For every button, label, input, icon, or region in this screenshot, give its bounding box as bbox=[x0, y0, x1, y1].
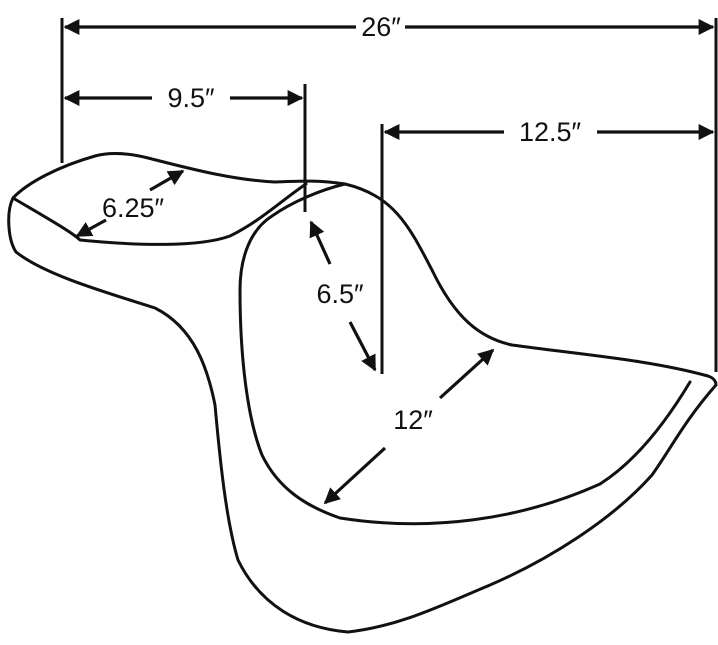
dimension-arrow-passenger-width-down bbox=[75, 218, 107, 238]
label-passenger-length: 9.5″ bbox=[167, 83, 215, 113]
dimension-arrow-backrest-down bbox=[348, 321, 377, 372]
dimension-arrow-driver-width-up bbox=[438, 348, 495, 400]
dimension-arrow-passenger-width-up bbox=[149, 169, 185, 192]
driver-seat-rim bbox=[238, 182, 692, 526]
label-passenger-width: 6.25″ bbox=[102, 193, 165, 223]
seat-illustration bbox=[7, 152, 718, 634]
label-backrest-height: 6.5″ bbox=[316, 279, 364, 309]
passenger-pad-edge bbox=[11, 182, 308, 246]
extension-lines bbox=[60, 18, 718, 374]
seat-outer-outline bbox=[7, 152, 718, 634]
dimension-arrow-backrest-up bbox=[309, 220, 332, 265]
dimension-labels: 26″ 9.5″ 12.5″ 6.25″ 6.5″ 12″ bbox=[102, 12, 582, 435]
label-driver-length: 12.5″ bbox=[519, 117, 582, 147]
dimension-lines bbox=[63, 19, 715, 505]
label-driver-width: 12″ bbox=[393, 405, 433, 435]
dimension-arrow-driver-width-down bbox=[323, 446, 387, 505]
label-overall-length: 26″ bbox=[361, 12, 401, 42]
